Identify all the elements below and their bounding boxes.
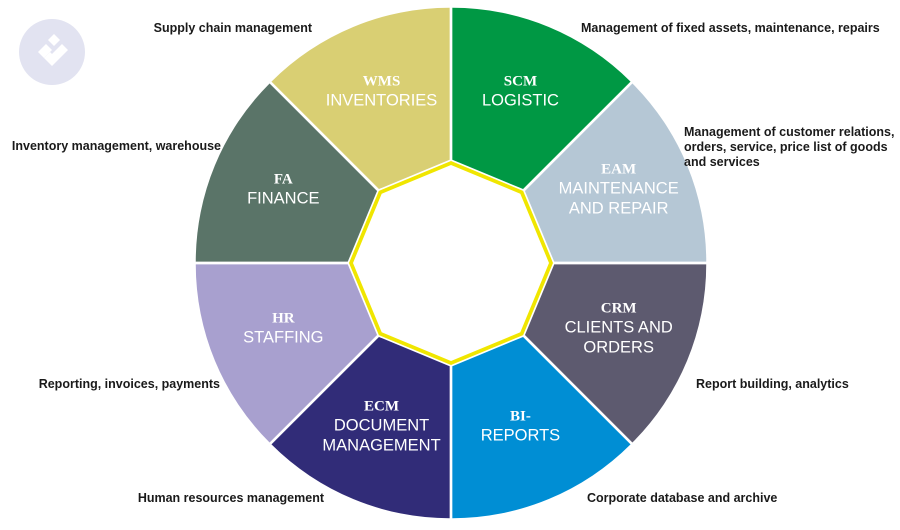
desc-crm-line-2: orders, service, price list of goods	[684, 140, 888, 154]
segment-eam: EAM MAINTENANCE AND REPAIR	[524, 83, 707, 262]
segment-ecm-name-line-1: DOCUMENT	[334, 417, 429, 435]
desc-crm-line-3: and services	[684, 155, 760, 169]
desc-ecm: Corporate database and archive	[587, 491, 777, 506]
segment-bi-shape	[452, 336, 631, 519]
desc-scm-line-1: Supply chain management	[153, 21, 312, 35]
segment-hr: HR STAFFING	[195, 264, 378, 443]
segment-fa-name-line-1: FINANCE	[247, 190, 319, 208]
segment-wms-shape	[271, 7, 450, 190]
segment-fa: FA FINANCE	[195, 83, 378, 262]
desc-crm-line-1: Management of customer relations,	[684, 125, 895, 139]
segment-crm: CRM CLIENTS AND ORDERS	[524, 264, 707, 443]
segment-eam-name-line-1: MAINTENANCE	[559, 180, 679, 198]
segment-bi-name-line-1: REPORTS	[481, 427, 560, 445]
desc-hr: Human resources management	[138, 491, 324, 506]
segment-wms-code: WMS	[363, 73, 401, 89]
segment-ecm-code: ECM	[364, 399, 399, 415]
segment-bi: BI- REPORTS	[452, 336, 631, 519]
segment-eam-shape	[524, 83, 707, 262]
desc-eam: Management of fixed assets, maintenance,…	[581, 21, 880, 36]
desc-scm: Supply chain management	[154, 21, 312, 36]
segment-scm-shape	[452, 7, 631, 190]
desc-fa: Reporting, invoices, payments	[39, 377, 220, 392]
segment-crm-name-line-1: CLIENTS AND	[565, 318, 673, 336]
segment-wms-name-line-1: INVENTORIES	[326, 91, 438, 109]
segment-bi-code: BI-	[510, 409, 531, 425]
desc-hr-line-1: Human resources management	[137, 491, 324, 505]
segment-scm-code: SCM	[504, 73, 537, 89]
desc-eam-line-1: Management of fixed assets, maintenance,…	[581, 21, 880, 35]
segment-crm-shape	[524, 264, 707, 443]
segment-wms: WMS INVENTORIES	[271, 7, 450, 190]
segment-hr-code: HR	[272, 310, 295, 326]
segment-ecm: ECM DOCUMENT MANAGEMENT	[271, 336, 450, 519]
segment-scm-name-line-1: LOGISTIC	[482, 91, 559, 109]
desc-bi: Report building, analytics	[696, 377, 849, 392]
segment-ecm-shape	[271, 336, 450, 519]
segment-hr-shape	[195, 264, 378, 443]
desc-wms-line-1: Inventory management, warehouse	[11, 139, 221, 153]
desc-ecm-line-1: Corporate database and archive	[587, 491, 778, 505]
desc-crm: Management of customer relations, orders…	[684, 125, 894, 170]
segment-fa-shape	[195, 83, 378, 262]
desc-bi-line-1: Report building, analytics	[696, 377, 849, 391]
segment-eam-code: EAM	[601, 162, 636, 178]
segment-eam-name-line-2: AND REPAIR	[569, 200, 669, 218]
desc-wms: Inventory management, warehouse	[12, 139, 221, 154]
segment-fa-code: FA	[274, 172, 293, 188]
segment-hr-name-line-1: STAFFING	[243, 328, 323, 346]
segment-scm: SCM LOGISTIC	[452, 7, 631, 190]
segment-crm-name-line-2: ORDERS	[583, 338, 654, 356]
segment-crm-code: CRM	[601, 300, 637, 316]
desc-fa-line-1: Reporting, invoices, payments	[38, 377, 220, 391]
stylized-l-logo-icon	[19, 19, 85, 85]
segment-ecm-name-line-2: MANAGEMENT	[322, 437, 440, 455]
center-octagon	[353, 165, 549, 361]
